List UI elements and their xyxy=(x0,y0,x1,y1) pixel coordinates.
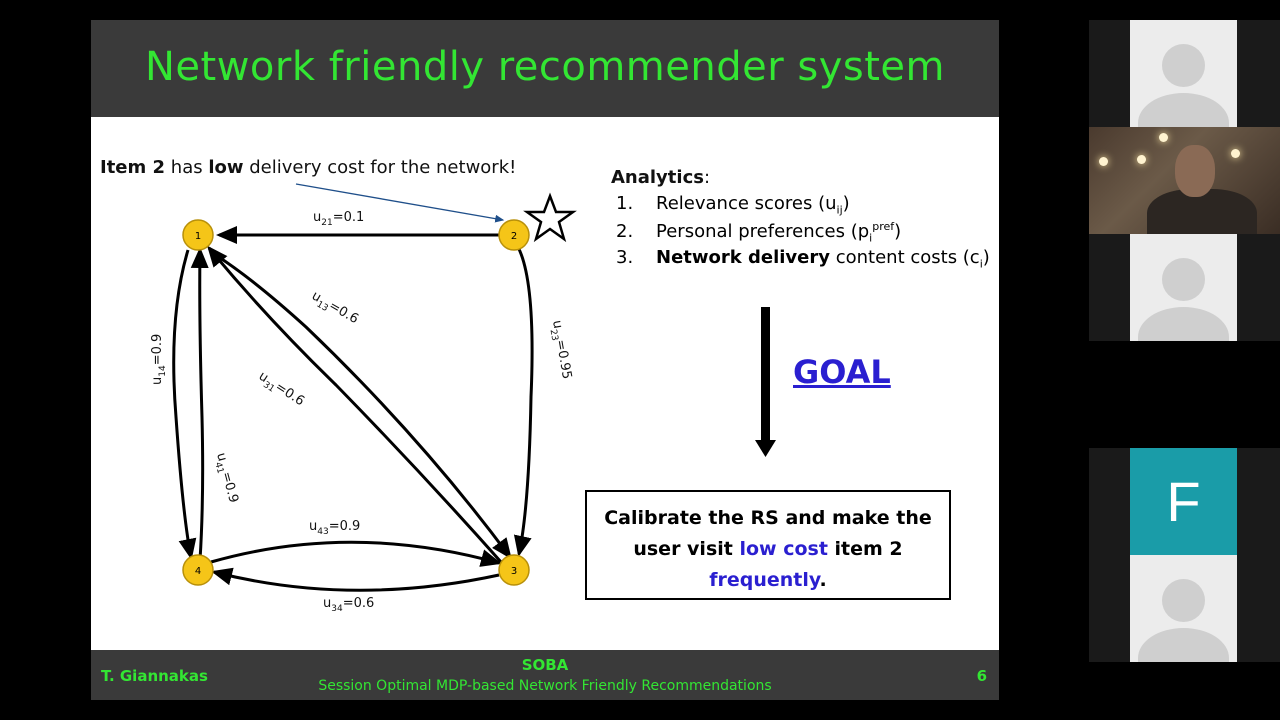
avatar xyxy=(1130,20,1237,127)
node-3: 3 xyxy=(498,554,530,586)
title-bar: Network friendly recommender system xyxy=(91,20,999,117)
analytics-heading: Analytics: xyxy=(611,167,711,188)
edge-label-u23: u23=0.95 xyxy=(546,319,574,381)
edge-label-u13: u13=0.6 xyxy=(308,288,361,329)
slide-title: Network friendly recommender system xyxy=(144,44,946,90)
footer-page-number: 6 xyxy=(976,667,987,685)
participant-initial-avatar[interactable]: F xyxy=(1130,448,1237,555)
presentation-slide: Network friendly recommender system Item… xyxy=(91,20,999,700)
edge-4-3 xyxy=(210,540,502,567)
analytics-item: 2.Personal preferences (pipref) xyxy=(616,220,902,245)
slide-footer: T. Giannakas SOBA Session Optimal MDP-ba… xyxy=(91,650,999,700)
node-4: 4 xyxy=(182,554,214,586)
edge-label-u34: u34=0.6 xyxy=(323,596,374,614)
footer-short-title: SOBA xyxy=(521,656,569,674)
analytics-item: 3.Network delivery content costs (ci) xyxy=(616,247,990,271)
item-note: Item 2 has low delivery cost for the net… xyxy=(100,157,517,178)
goal-box: Calibrate the RS and make the user visit… xyxy=(585,490,951,600)
edge-label-u21: u21=0.1 xyxy=(313,210,364,228)
analytics-item: 1.Relevance scores (uij) xyxy=(616,193,850,217)
edge-1-4 xyxy=(172,249,197,560)
svg-text:3: 3 xyxy=(511,566,517,577)
markov-graph: 1 2 3 4 u21=0.1 u13=0.6 u31=0.6 u14=0.9 … xyxy=(150,183,577,614)
star-icon xyxy=(523,192,577,243)
node-2: 2 xyxy=(498,219,530,251)
edge-1-3 xyxy=(210,250,512,560)
goal-heading: GOAL xyxy=(793,353,891,391)
svg-text:1: 1 xyxy=(195,231,201,242)
edge-2-3 xyxy=(513,246,534,557)
goal-arrow xyxy=(755,307,776,457)
avatar xyxy=(1130,234,1237,341)
participant-tile[interactable] xyxy=(1089,20,1280,127)
edge-label-u31: u31=0.6 xyxy=(254,369,307,412)
footer-author: T. Giannakas xyxy=(101,667,208,685)
edge-label-u14: u14=0.9 xyxy=(150,334,168,385)
annotation-arrow xyxy=(295,183,505,223)
avatar xyxy=(1130,555,1237,662)
edge-label-u43: u43=0.9 xyxy=(309,519,360,537)
footer-long-title: Session Optimal MDP-based Network Friend… xyxy=(318,678,772,694)
edge-3-4 xyxy=(211,567,500,592)
svg-text:2: 2 xyxy=(511,231,517,242)
edge-3-1 xyxy=(207,245,503,563)
participant-video-tile[interactable] xyxy=(1089,127,1280,234)
node-1: 1 xyxy=(182,219,214,251)
edge-label-u41: u41=0.9 xyxy=(210,451,241,505)
edge-4-1 xyxy=(190,247,209,561)
svg-text:4: 4 xyxy=(195,566,201,577)
participant-tile[interactable] xyxy=(1089,234,1280,341)
